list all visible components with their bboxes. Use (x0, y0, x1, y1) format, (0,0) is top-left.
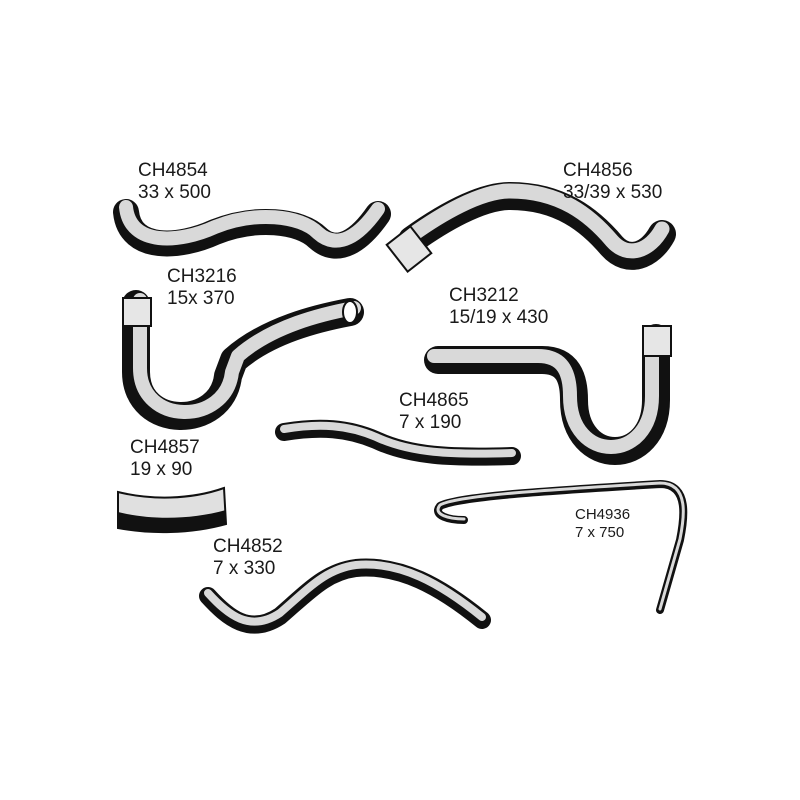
part-code: CH4936 (575, 506, 631, 523)
part-label-ch4852: CH4852 7 x 330 (213, 536, 283, 581)
part-size: 7 x 190 (399, 412, 462, 434)
part-size: 33 x 500 (138, 182, 211, 204)
part-size: 7 x 750 (575, 523, 625, 541)
part-label-ch4857: CH4857 19 x 90 (130, 437, 200, 482)
hose-ch4936 (434, 480, 688, 614)
part-code: CH4865 (399, 390, 469, 411)
part-code: CH4856 (563, 160, 633, 181)
hose-ch4854 (113, 199, 391, 259)
part-label-ch4854: CH4854 33 x 500 (138, 160, 211, 205)
hose-ch4856 (385, 182, 676, 274)
part-label-ch4936: CH4936 7 x 750 (575, 506, 630, 541)
part-label-ch3212: CH3212 15/19 x 430 (449, 285, 548, 330)
hose-cuff (642, 325, 672, 357)
hose-cuff (385, 224, 433, 274)
hose-cuff (122, 297, 152, 327)
hose-ch4857 (117, 486, 228, 534)
part-size: 15x 370 (167, 288, 235, 310)
part-code: CH4857 (130, 437, 200, 458)
part-size: 19 x 90 (130, 459, 193, 481)
part-code: CH4852 (213, 536, 283, 557)
part-code: CH4854 (138, 160, 208, 181)
part-size: 7 x 330 (213, 558, 276, 580)
hose-ch4865 (275, 419, 521, 466)
hose-ch4852 (199, 558, 491, 634)
part-label-ch3216: CH3216 15x 370 (167, 266, 237, 311)
part-size: 15/19 x 430 (449, 307, 549, 329)
part-code: CH3212 (449, 285, 519, 306)
part-label-ch4865: CH4865 7 x 190 (399, 390, 469, 435)
hose-ch3212 (424, 324, 672, 465)
part-size: 33/39 x 530 (563, 182, 663, 204)
part-code: CH3216 (167, 266, 237, 287)
part-label-ch4856: CH4856 33/39 x 530 (563, 160, 662, 205)
hose-ch3216 (122, 290, 364, 430)
